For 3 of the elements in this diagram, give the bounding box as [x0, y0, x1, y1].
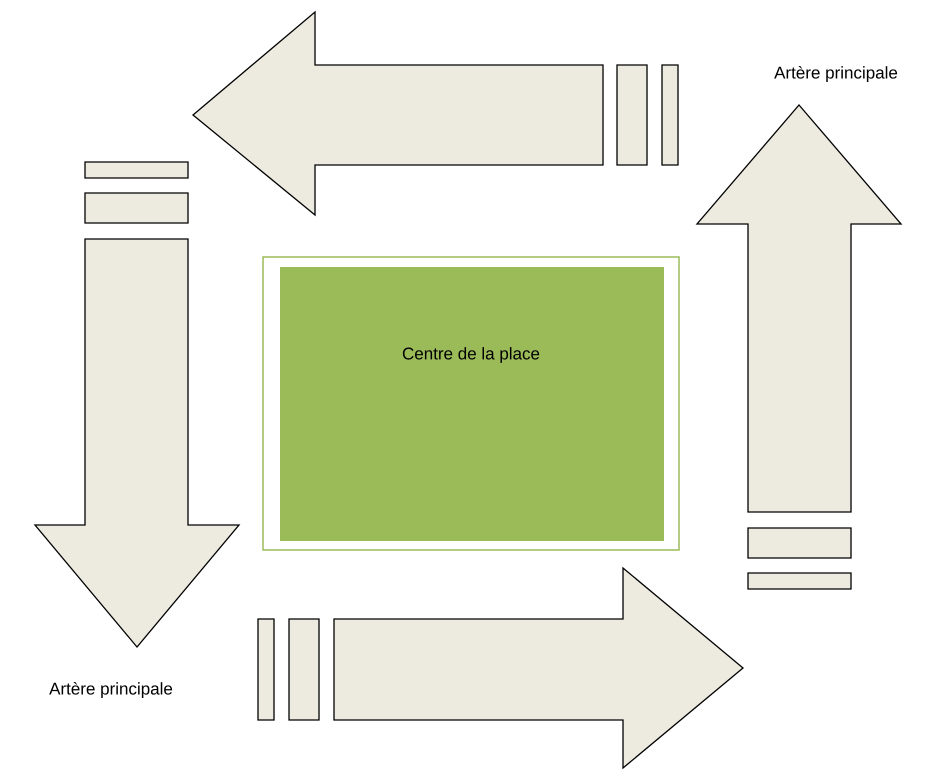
- square-box: Centre de la place: [262, 256, 680, 551]
- street-label: Artère principale: [774, 66, 898, 82]
- street-label: Artère principale: [49, 682, 172, 698]
